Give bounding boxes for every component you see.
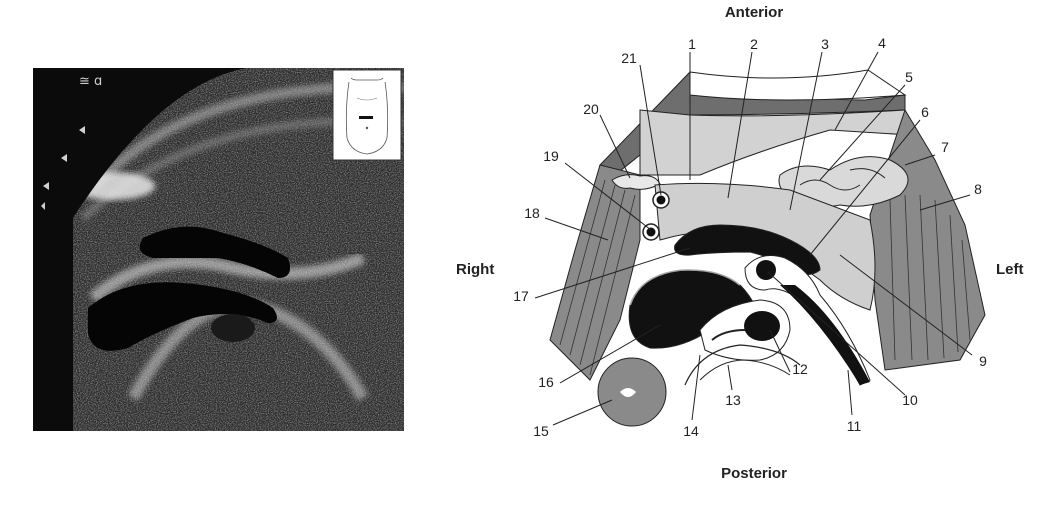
label-13: 13 xyxy=(725,392,741,408)
skin-layer xyxy=(689,69,907,101)
probe-position-marker xyxy=(359,116,373,119)
right-muscle-striations xyxy=(559,179,636,376)
ultrasound-image: ≅ ɑ xyxy=(33,68,404,431)
label-2: 2 xyxy=(750,36,758,52)
label-4: 4 xyxy=(878,35,886,51)
gda xyxy=(646,227,656,237)
label-5: 5 xyxy=(905,69,913,85)
crus xyxy=(711,329,746,341)
anatomy-diagram: Anterior Posterior Right Left xyxy=(440,0,1049,521)
aorta-echo xyxy=(211,314,255,342)
probe-symbol: ≅ ɑ xyxy=(79,74,102,89)
left-abdominal-muscles xyxy=(869,108,986,371)
number-labels: 1 2 3 4 5 6 7 8 9 10 11 12 13 14 15 16 1… xyxy=(513,35,987,439)
leader-lines xyxy=(534,51,973,426)
left-renal-vein xyxy=(780,285,870,385)
label-12: 12 xyxy=(792,361,808,377)
label-3: 3 xyxy=(821,36,829,52)
vertebral-body xyxy=(684,344,801,386)
label-left: Left xyxy=(996,261,1024,278)
label-14: 14 xyxy=(683,423,699,439)
label-18: 18 xyxy=(524,205,540,221)
anatomy-svg: Anterior Posterior Right Left xyxy=(456,4,1024,482)
label-16: 16 xyxy=(538,374,554,390)
label-1: 1 xyxy=(688,36,696,52)
left-muscle-striations xyxy=(889,194,971,361)
splenic-vein-echo xyxy=(139,226,291,278)
label-8: 8 xyxy=(974,181,982,197)
fat-20 xyxy=(611,174,661,190)
probe-position-inset xyxy=(332,69,402,161)
label-right: Right xyxy=(456,261,494,278)
label-20: 20 xyxy=(583,101,599,117)
depth-markers xyxy=(41,126,85,210)
label-anterior: Anterior xyxy=(725,4,784,21)
label-9: 9 xyxy=(979,353,987,369)
renal-pelvis xyxy=(620,388,636,397)
label-17: 17 xyxy=(513,288,529,304)
vessel-echo xyxy=(88,282,277,351)
label-19: 19 xyxy=(543,148,559,164)
ultrasound-svg: ≅ ɑ xyxy=(33,68,404,431)
aorta xyxy=(744,311,780,341)
right-abdominal-muscles xyxy=(549,164,641,381)
label-11: 11 xyxy=(847,418,862,434)
label-posterior: Posterior xyxy=(721,465,787,482)
label-6: 6 xyxy=(921,104,929,120)
cbd xyxy=(656,195,666,205)
label-15: 15 xyxy=(533,423,549,439)
label-21: 21 xyxy=(621,50,637,66)
label-10: 10 xyxy=(902,392,918,408)
label-7: 7 xyxy=(941,139,949,155)
